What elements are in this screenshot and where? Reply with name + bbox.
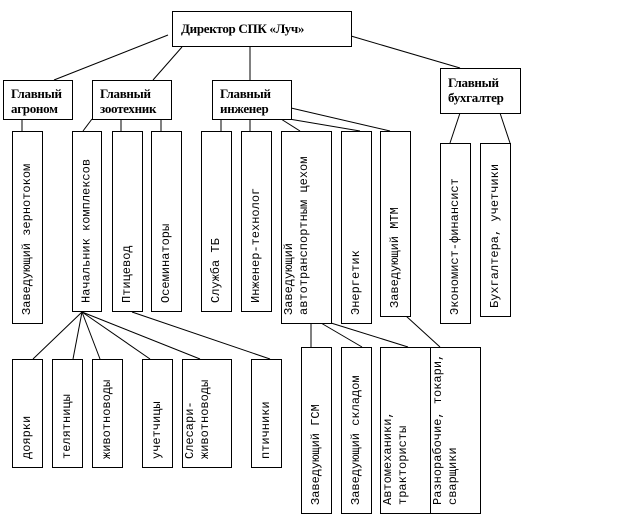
accountants-box: Бухгалтера, учетчики: [480, 143, 511, 317]
fitters-box: Слесари- животноводы: [182, 359, 232, 468]
connector: [330, 322, 409, 348]
chief-zootechnician-box: Главный зоотехник: [92, 80, 172, 120]
inseminators-box: Осеминаторы: [151, 131, 182, 312]
milkmaids-box: доярки: [12, 359, 43, 468]
livestock-breeders-box: животноводы: [92, 359, 123, 468]
grain-yard-manager-box: Заведующий зернотоком: [12, 131, 43, 324]
connector: [290, 107, 391, 132]
connector: [499, 112, 511, 144]
fuel-manager-box: Заведующий ГСМ: [301, 347, 332, 514]
warehouse-manager-box: Заведующий складом: [341, 347, 372, 514]
connector: [449, 112, 461, 144]
connector: [32, 311, 83, 360]
chief-accountant-box: Главный бухгалтер: [440, 68, 521, 114]
mechanics-box: Автомеханики, трактористы: [380, 347, 431, 514]
connector: [320, 322, 363, 348]
connector: [405, 315, 441, 348]
director-box: Директор СПК «Луч»: [172, 11, 352, 47]
connector: [288, 118, 361, 132]
connector: [82, 118, 93, 132]
poultry-workers-box: птичники: [251, 359, 282, 468]
complex-head-box: Начальник комплексов: [72, 131, 102, 312]
process-engineer-box: Инженер-технолог: [241, 131, 272, 312]
power-engineer-box: Энергетик: [341, 131, 372, 324]
connector: [81, 311, 201, 360]
connector: [81, 311, 101, 360]
mtm-manager-box: Заведующий МТМ: [380, 131, 411, 317]
connector: [280, 118, 301, 132]
calf-tenders-box: телятницы: [52, 359, 83, 468]
poultry-breeder-box: Птицевод: [112, 131, 143, 312]
connector: [350, 35, 461, 69]
connector: [81, 311, 151, 360]
connector: [152, 46, 183, 81]
safety-service-box: Служба ТБ: [201, 131, 232, 312]
laborers-box: Разнорабочие, токари, сварщики: [430, 347, 481, 514]
chief-engineer-box: Главный инженер: [212, 80, 292, 120]
transport-shop-manager-box: Заведующий автотранспортным цехом: [281, 131, 332, 324]
economist-box: Экономист-финансист: [440, 143, 471, 324]
connector: [131, 311, 271, 360]
connector: [53, 34, 169, 81]
connector: [72, 311, 83, 360]
record-keepers-box: учетчицы: [142, 359, 173, 468]
chief-agronomist-box: Главный агроном: [3, 80, 73, 120]
